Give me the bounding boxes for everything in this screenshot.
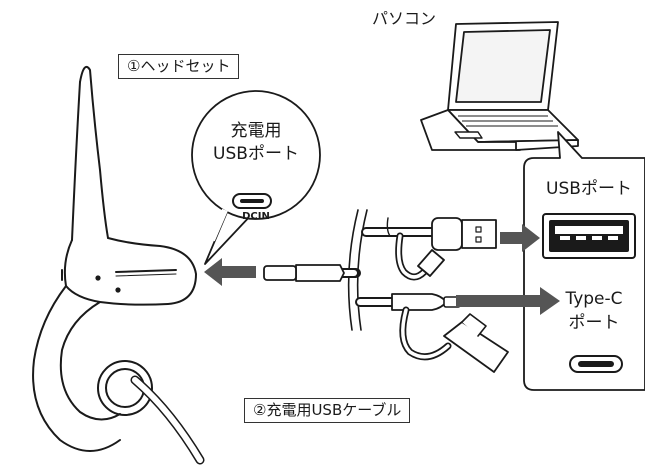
usb-a-port-pin-1 [560, 236, 570, 240]
pc-label: パソコン [372, 9, 437, 28]
speaker-outer [97, 360, 153, 416]
headset-dot-2 [115, 287, 121, 293]
ear-hook-outer [32, 285, 121, 452]
ear-hook-inner [59, 301, 121, 421]
pc-port-panel [523, 131, 645, 391]
headset-illustration [32, 66, 205, 465]
usb-a-port-pin-3 [592, 236, 602, 240]
mic-boom-inner [71, 81, 81, 241]
arrow-to-usb-c [456, 287, 560, 315]
cable-label: ②充電用USBケーブル [244, 398, 411, 424]
usb-c-plug-tip [263, 265, 297, 281]
pc-usb-c-port-icon-slot [578, 361, 614, 367]
usb-a-plug-metal [461, 219, 497, 249]
typec-port-label-line1: Type-C [565, 289, 623, 309]
usb-a-plug-grip [431, 217, 463, 251]
headset-dot-1 [95, 275, 101, 281]
usb-a-plug-hole-1 [475, 226, 482, 233]
dcin-label: DCIN [242, 211, 270, 222]
typec-port-label-line2: ポート [568, 313, 620, 333]
usb-a-port-icon-tongue [555, 226, 623, 234]
laptop-screen [455, 29, 551, 103]
direction-arrows [204, 224, 560, 315]
headset-led-strip-shadow [115, 273, 177, 277]
usb-c-plug-pc-body [391, 293, 447, 311]
adapter-a-cap [417, 249, 445, 277]
charge-port-bubble [191, 90, 321, 265]
usb-a-port-pin-2 [576, 236, 586, 240]
arrow-to-headset [204, 258, 256, 286]
mic-boom [79, 66, 109, 239]
usb-cable-illustration [263, 209, 509, 373]
adapter-c-cord-fill [401, 308, 450, 359]
cable-upper-split [386, 217, 391, 237]
arrow-to-usb-a [500, 224, 540, 252]
bubble-joint-mask [209, 208, 228, 242]
charge-port-label-line2: USBポート [213, 144, 299, 164]
laptop-trackpad [454, 131, 483, 139]
adapter-c-plug-head [461, 313, 487, 337]
bubble-circle [191, 90, 321, 220]
adapter-a-cord-fill [396, 234, 426, 279]
adapter-c-plug [443, 321, 509, 373]
headset-led-strip [115, 269, 177, 273]
headband-fill [132, 377, 203, 463]
headset-label: ①ヘッドセット [118, 54, 240, 80]
usb-port-label: USBポート [546, 179, 632, 199]
laptop-icon [420, 21, 579, 151]
pc-panel-frame [523, 131, 645, 391]
usb-c-port-icon-slot [240, 199, 264, 203]
usb-a-plug-hole-2 [475, 236, 482, 243]
usb-a-port-pin-4 [608, 236, 618, 240]
laptop-keys [458, 115, 558, 127]
charge-port-label-line1: 充電用 [230, 121, 282, 141]
laptop-right-edge [477, 139, 579, 151]
usb-c-plug-body [295, 264, 345, 282]
